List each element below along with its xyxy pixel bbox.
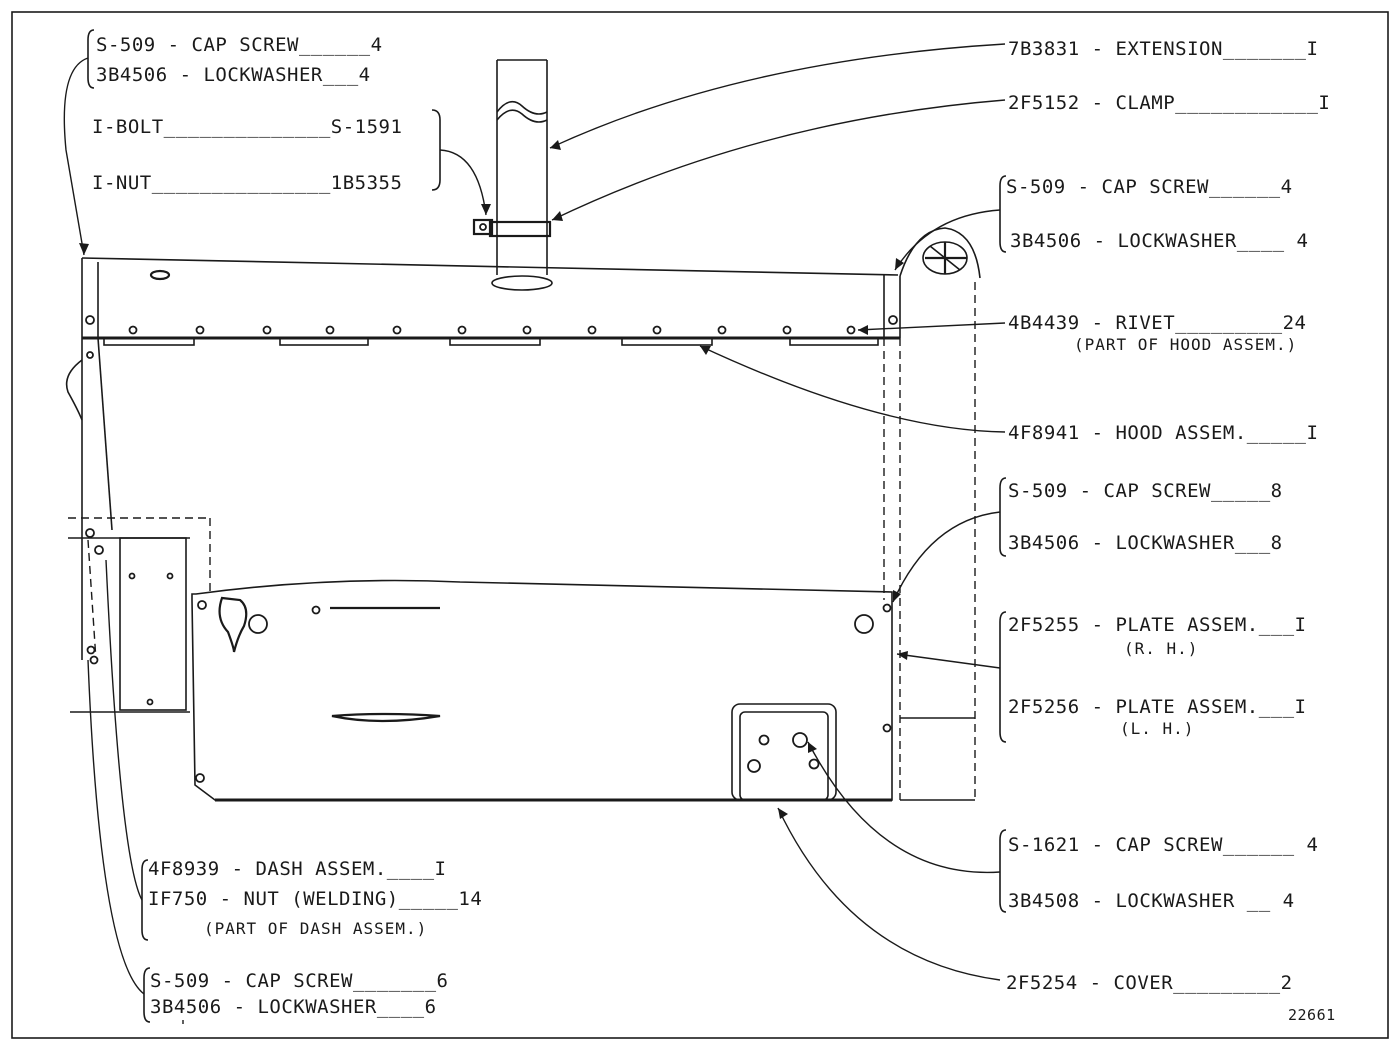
callout-cover: 2F5254 - COVER_________2 (1006, 972, 1293, 994)
callout-bottom-right-cap-screw: S-1621 - CAP SCREW______ 4 (1008, 834, 1319, 856)
callout-nut: I-NUT_______________1B5355 (92, 172, 403, 194)
callout-mid-right-lockwasher: 3B4506 - LOCKWASHER___8 (1008, 532, 1283, 554)
callout-top-right-lockwasher: 3B4506 - LOCKWASHER____ 4 (1010, 230, 1309, 252)
leader-lines (63, 43, 1006, 1024)
callout-extension: 7B3831 - EXTENSION_______I (1008, 38, 1319, 60)
callout-plate-lh: 2F5256 - PLATE ASSEM.___I (1008, 696, 1307, 718)
callout-top-left-cap-screw: S-509 - CAP SCREW______4 (96, 34, 383, 56)
callout-top-right-cap-screw: S-509 - CAP SCREW______4 (1006, 176, 1293, 198)
callout-bottom-left-cap-screw: S-509 - CAP SCREW_______6 (150, 970, 449, 992)
clamp (472, 218, 552, 238)
callout-hood: 4F8941 - HOOD ASSEM._____I (1008, 422, 1319, 444)
top-right-mount (899, 227, 981, 279)
callout-mid-right-cap-screw: S-509 - CAP SCREW_____8 (1008, 480, 1283, 502)
callout-rivet-note: (PART OF HOOD ASSEM.) (1074, 335, 1298, 354)
callout-clamp: 2F5152 - CLAMP____________I (1008, 92, 1331, 114)
callout-bolt: I-BOLT______________S-1591 (92, 116, 403, 138)
callout-dash-note: (PART OF DASH ASSEM.) (204, 919, 428, 938)
plate-assembly (191, 282, 976, 802)
callout-plate-lh-note: (L. H.) (1120, 719, 1195, 738)
callout-top-left-lockwasher: 3B4506 - LOCKWASHER___4 (96, 64, 371, 86)
extension-pipe (491, 59, 553, 291)
arrowheads (79, 140, 908, 819)
callout-plate-rh-note: (R. H.) (1124, 639, 1199, 658)
callout-plate-rh: 2F5255 - PLATE ASSEM.___I (1008, 614, 1307, 636)
callout-dash-nut: IF750 - NUT (WELDING)_____14 (148, 888, 483, 910)
drawing-number: 22661 (1288, 1006, 1336, 1024)
diagram-frame (11, 11, 1389, 1039)
hood-assembly (81, 257, 901, 346)
callout-bottom-left-lockwasher: 3B4506 - LOCKWASHER____6 (150, 996, 437, 1018)
callout-rivet: 4B4439 - RIVET_________24 (1008, 312, 1307, 334)
callout-bottom-right-lockwasher: 3B4508 - LOCKWASHER __ 4 (1008, 890, 1295, 912)
dash-assembly (65, 337, 211, 713)
callout-dash: 4F8939 - DASH ASSEM.____I (148, 858, 447, 880)
cover-plate (731, 703, 837, 801)
